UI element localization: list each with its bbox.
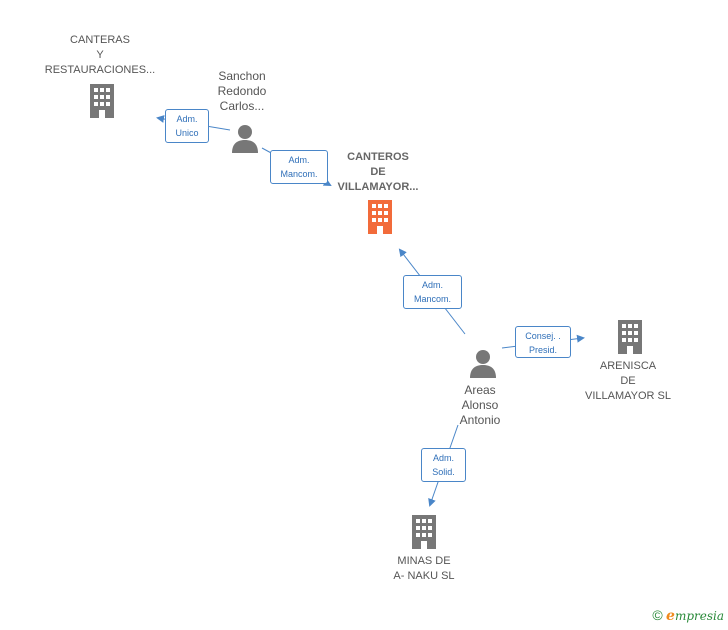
company-label-minas[interactable]: MINAS DE A- NAKU SL: [393, 555, 455, 582]
edge-label-adm-unico[interactable]: Adm. Unico: [165, 109, 209, 143]
company-label-arenisca[interactable]: ARENISCA DE VILLAMAYOR SL: [585, 360, 671, 402]
edge-label-adm-mancom-sanchon[interactable]: Adm. Mancom.: [270, 150, 328, 184]
person-label-areas[interactable]: Areas Alonso Antonio: [459, 383, 501, 427]
company-label-canteras-restauraciones[interactable]: CANTERAS Y RESTAURACIONES...: [44, 34, 156, 76]
company-label-canteros-villamayor[interactable]: CANTEROS DE VILLAMAYOR...: [337, 151, 419, 193]
person-icon[interactable]: [230, 123, 260, 153]
person-icon[interactable]: [468, 348, 498, 378]
copyright-symbol: ©: [652, 607, 663, 623]
edge-label-adm-mancom-areas[interactable]: Adm. Mancom.: [403, 275, 462, 309]
building-icon[interactable]: [408, 515, 440, 549]
person-label-sanchon[interactable]: Sanchon Redondo Carlos...: [217, 69, 267, 113]
building-icon[interactable]: [86, 84, 118, 118]
edge-label-consej-presid[interactable]: Consej. . Presid.: [515, 326, 571, 358]
edge-label-adm-solid[interactable]: Adm. Solid.: [421, 448, 466, 482]
brand-logo-initial: e: [666, 608, 675, 624]
building-icon[interactable]: [614, 320, 646, 354]
brand-footer: © empresia: [652, 607, 724, 624]
brand-name: mpresia: [674, 609, 724, 623]
building-icon[interactable]: [364, 200, 396, 234]
